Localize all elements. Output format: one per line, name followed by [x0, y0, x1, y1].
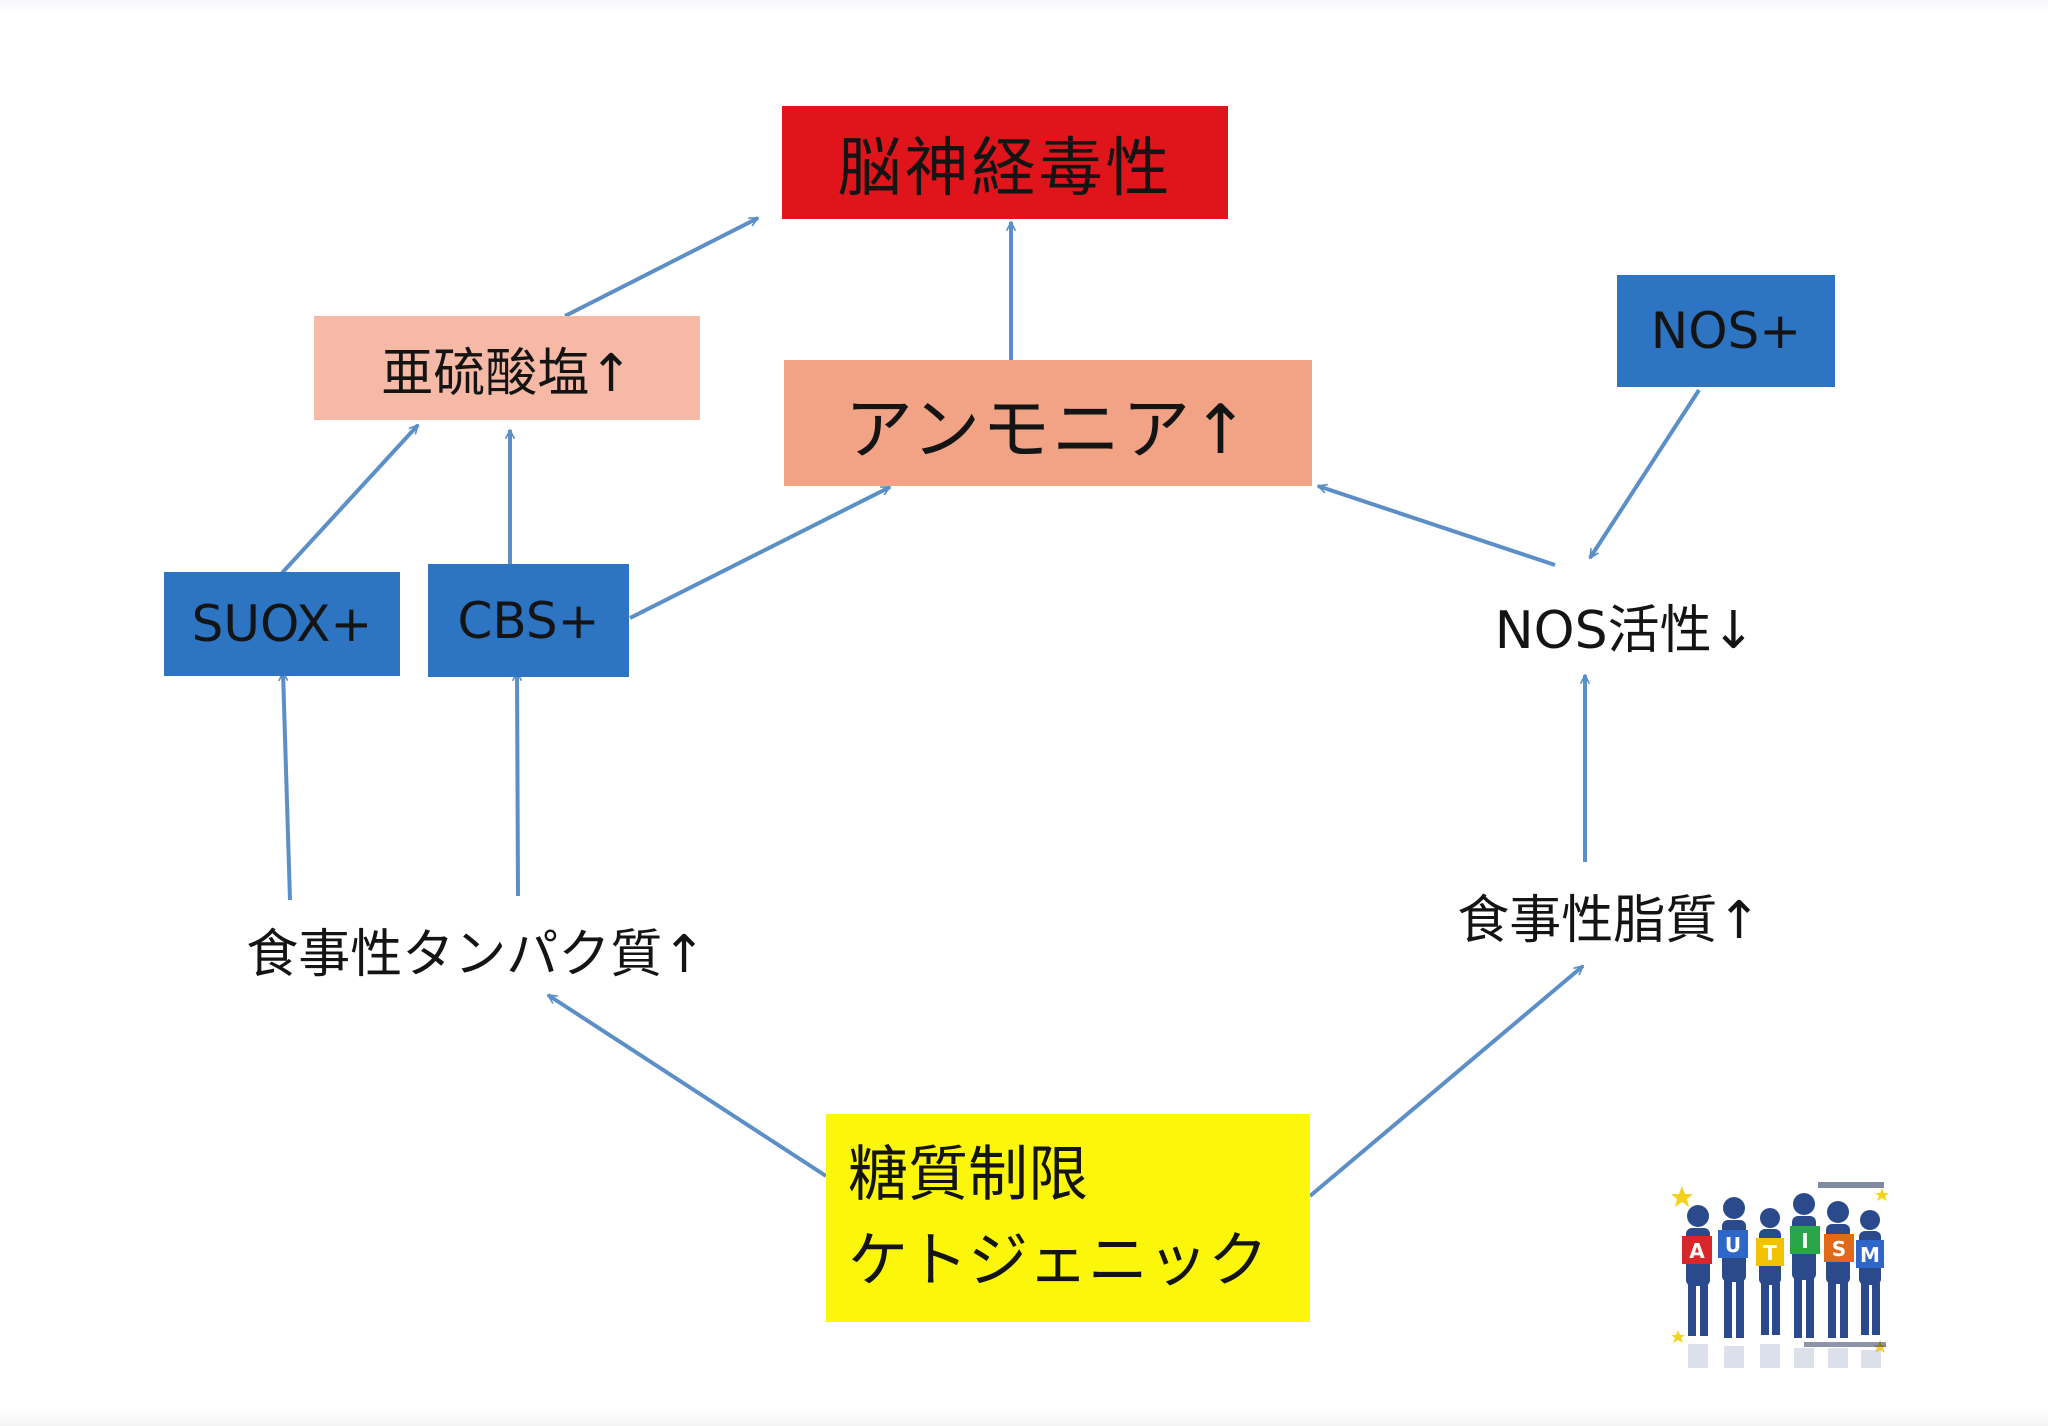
arrow-nos-plus-to-nos-activity	[1588, 388, 1701, 558]
node-neurotoxicity: 脳神経毒性	[782, 106, 1228, 219]
arrow-carb-to-fat	[1308, 964, 1583, 1198]
node-ammonia: アンモニア↑	[784, 360, 1312, 486]
arrow-protein-to-cbs	[517, 672, 518, 897]
node-neurotoxicity-label: 脳神経毒性	[837, 131, 1173, 206]
node-carb-restriction: 糖質制限 ケトジェニック	[826, 1114, 1310, 1322]
node-cbs-plus-label: CBS+	[457, 591, 600, 650]
node-sulfite: 亜硫酸塩↑	[314, 316, 700, 420]
autism-project-logo: A U T I S M	[1668, 1172, 1900, 1372]
node-carb-restriction-line2: ケトジェニック	[848, 1226, 1268, 1296]
node-nos-plus-label: NOS+	[1650, 302, 1802, 360]
node-dietary-fat-label: 食事性脂質↑	[1457, 890, 1761, 951]
arrow-nos-activity-to-ammonia	[1318, 486, 1556, 567]
node-ammonia-label: アンモニア↑	[844, 390, 1252, 470]
node-cbs-plus: CBS+	[428, 564, 629, 677]
arrow-protein-to-suox	[283, 672, 292, 901]
node-dietary-fat: 食事性脂質↑	[1398, 870, 1820, 960]
node-dietary-protein-label: 食事性タンパク質↑	[246, 924, 706, 985]
logo-letter-t: T	[1763, 1241, 1777, 1265]
arrow-cbs-to-ammonia	[629, 485, 890, 620]
logo-letter-u: U	[1725, 1233, 1741, 1257]
arrow-carb-to-protein	[548, 993, 828, 1178]
logo-letter-s: S	[1832, 1237, 1846, 1261]
node-nos-activity-label: NOS活性↓	[1494, 600, 1756, 661]
node-nos-activity: NOS活性↓	[1430, 580, 1820, 670]
logo-letter-cards	[1682, 1226, 1884, 1268]
node-nos-plus: NOS+	[1617, 275, 1835, 387]
arrow-sulfite-to-neurotoxicity	[564, 216, 758, 318]
node-dietary-protein: 食事性タンパク質↑	[186, 904, 766, 994]
node-carb-restriction-line1: 糖質制限	[848, 1140, 1088, 1210]
node-suox-plus: SUOX+	[164, 572, 400, 676]
node-suox-plus-label: SUOX+	[191, 595, 373, 653]
node-sulfite-label: 亜硫酸塩↑	[381, 343, 633, 404]
logo-letter-i: I	[1801, 1229, 1808, 1253]
arrow-suox-to-sulfite	[280, 425, 420, 575]
logo-letter-m: M	[1860, 1243, 1880, 1267]
logo-letter-a: A	[1689, 1239, 1705, 1263]
